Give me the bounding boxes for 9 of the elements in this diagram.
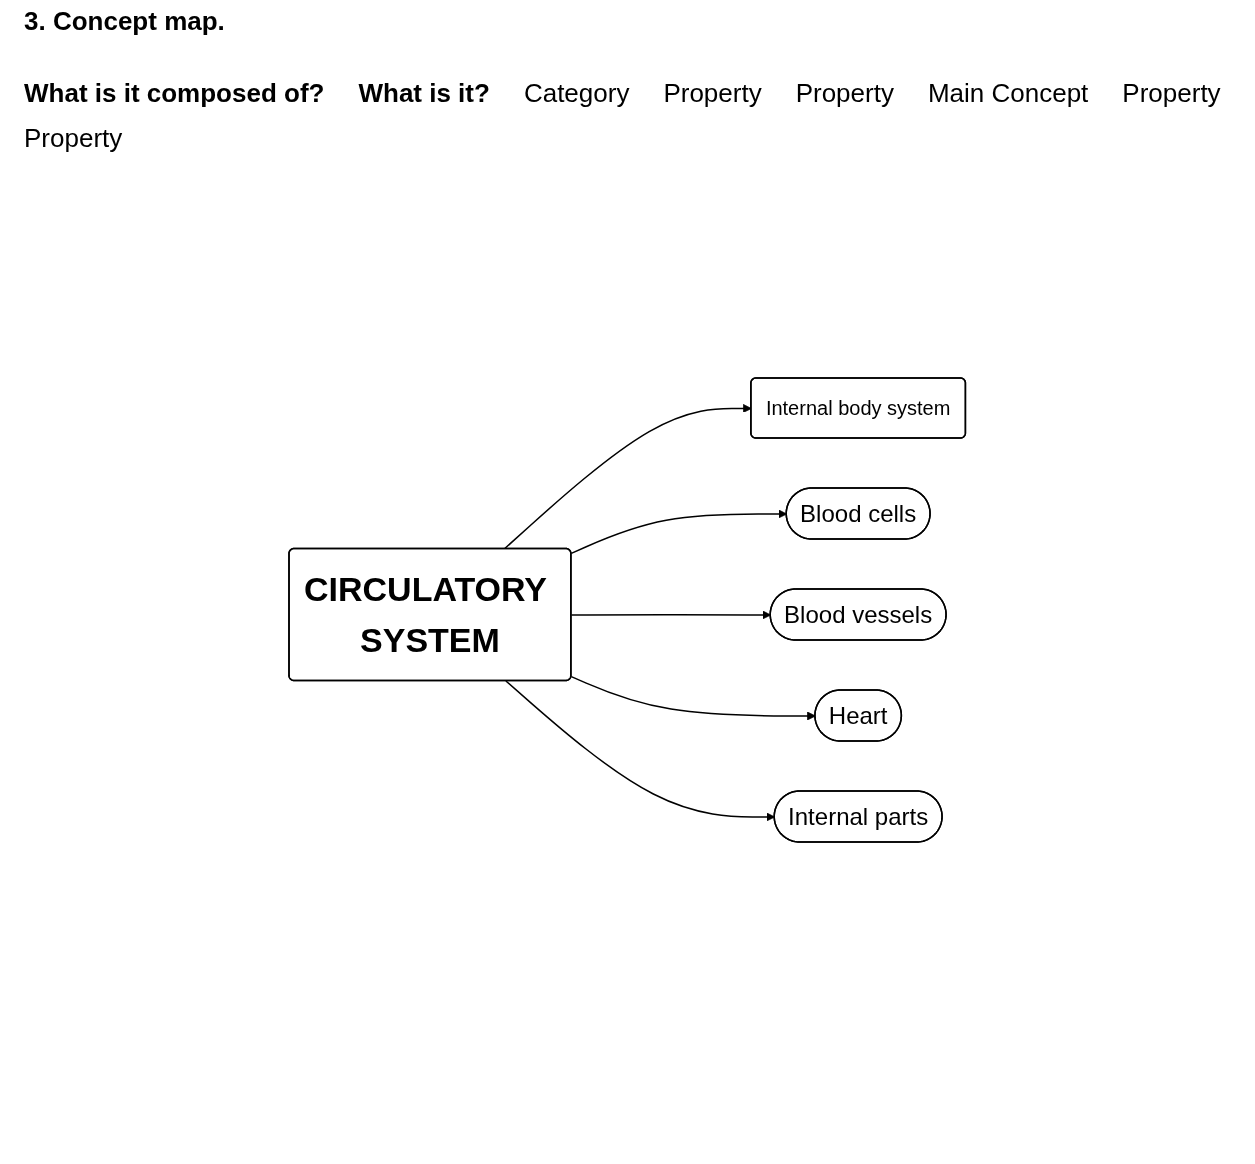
concept-label: Property	[1122, 78, 1221, 109]
question-heading: What is it?	[358, 78, 490, 109]
concept-label: Main Concept	[927, 78, 1089, 109]
concept-label: Property	[24, 123, 123, 154]
question-heading: What is it composed of?	[24, 78, 325, 109]
concept-label: Property	[795, 78, 894, 109]
concept-label: Property	[663, 78, 762, 109]
concept-label: Category	[523, 78, 630, 109]
title: 3. Concept map.	[24, 6, 225, 36]
